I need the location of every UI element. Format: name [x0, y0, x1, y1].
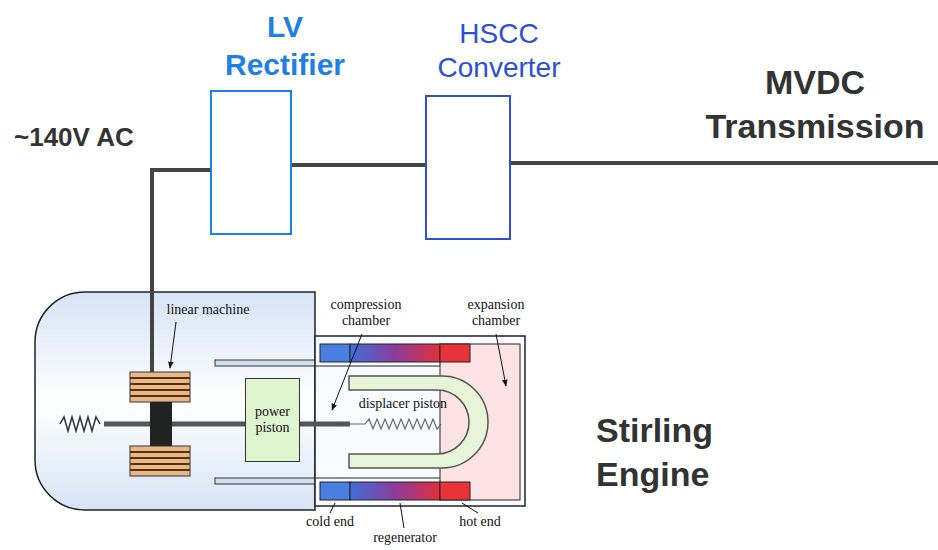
piston-label: power piston [248, 404, 297, 436]
engine-frame [315, 336, 525, 506]
inner-wall [315, 478, 440, 479]
power-piston: power piston [245, 378, 300, 462]
cold-end-block [320, 482, 350, 500]
engine-housing [35, 292, 315, 510]
converter-box: HSCC Converter [425, 95, 511, 240]
regenerator-block [350, 482, 440, 500]
part-label: linear machine [158, 302, 258, 318]
displacer-shell [349, 376, 488, 468]
part-label: regenerator [365, 530, 445, 546]
leader-line [496, 334, 506, 386]
regenerator-block [350, 344, 440, 362]
magnet-core [150, 402, 172, 446]
coil [130, 446, 190, 476]
converter-heading: LV Rectifier [205, 8, 365, 84]
spring-symbol [60, 417, 100, 431]
leader-line [462, 503, 478, 513]
part-label: compression chamber [320, 297, 412, 329]
cylinder-wall [215, 478, 315, 484]
leader-line [170, 322, 176, 368]
piston-rod [104, 422, 245, 427]
part-label: hot end [445, 514, 515, 530]
dc-link [292, 163, 425, 167]
part-label: cold end [295, 514, 365, 530]
piston-rod [300, 422, 350, 427]
hot-end-block [440, 482, 470, 500]
leader-line [330, 503, 335, 513]
leader-line [332, 334, 362, 410]
coil-winding [130, 452, 190, 470]
mvdc-line [511, 161, 938, 165]
coil [130, 372, 190, 402]
piston-label: displacer piston [355, 396, 451, 412]
diagram-label: Stirling Engine [596, 408, 771, 496]
cold-end-block [320, 344, 350, 362]
ac-wire [152, 170, 210, 372]
converter-box: LV Rectifier [210, 90, 292, 235]
leader-line [400, 503, 404, 528]
displacer-outline [345, 374, 490, 470]
cylinder-wall [215, 360, 315, 366]
hot-end-block [440, 344, 470, 362]
coil-winding [130, 378, 190, 396]
displacer-piston: displacer piston [345, 374, 490, 470]
converter-heading: HSCC Converter [419, 17, 579, 85]
inner-wall [315, 366, 440, 367]
part-label: expansion chamber [455, 297, 537, 329]
diagram-label: MVDC Transmission [695, 60, 935, 148]
diagram-label: ~140V AC [14, 122, 204, 152]
spring-symbol [350, 419, 441, 429]
